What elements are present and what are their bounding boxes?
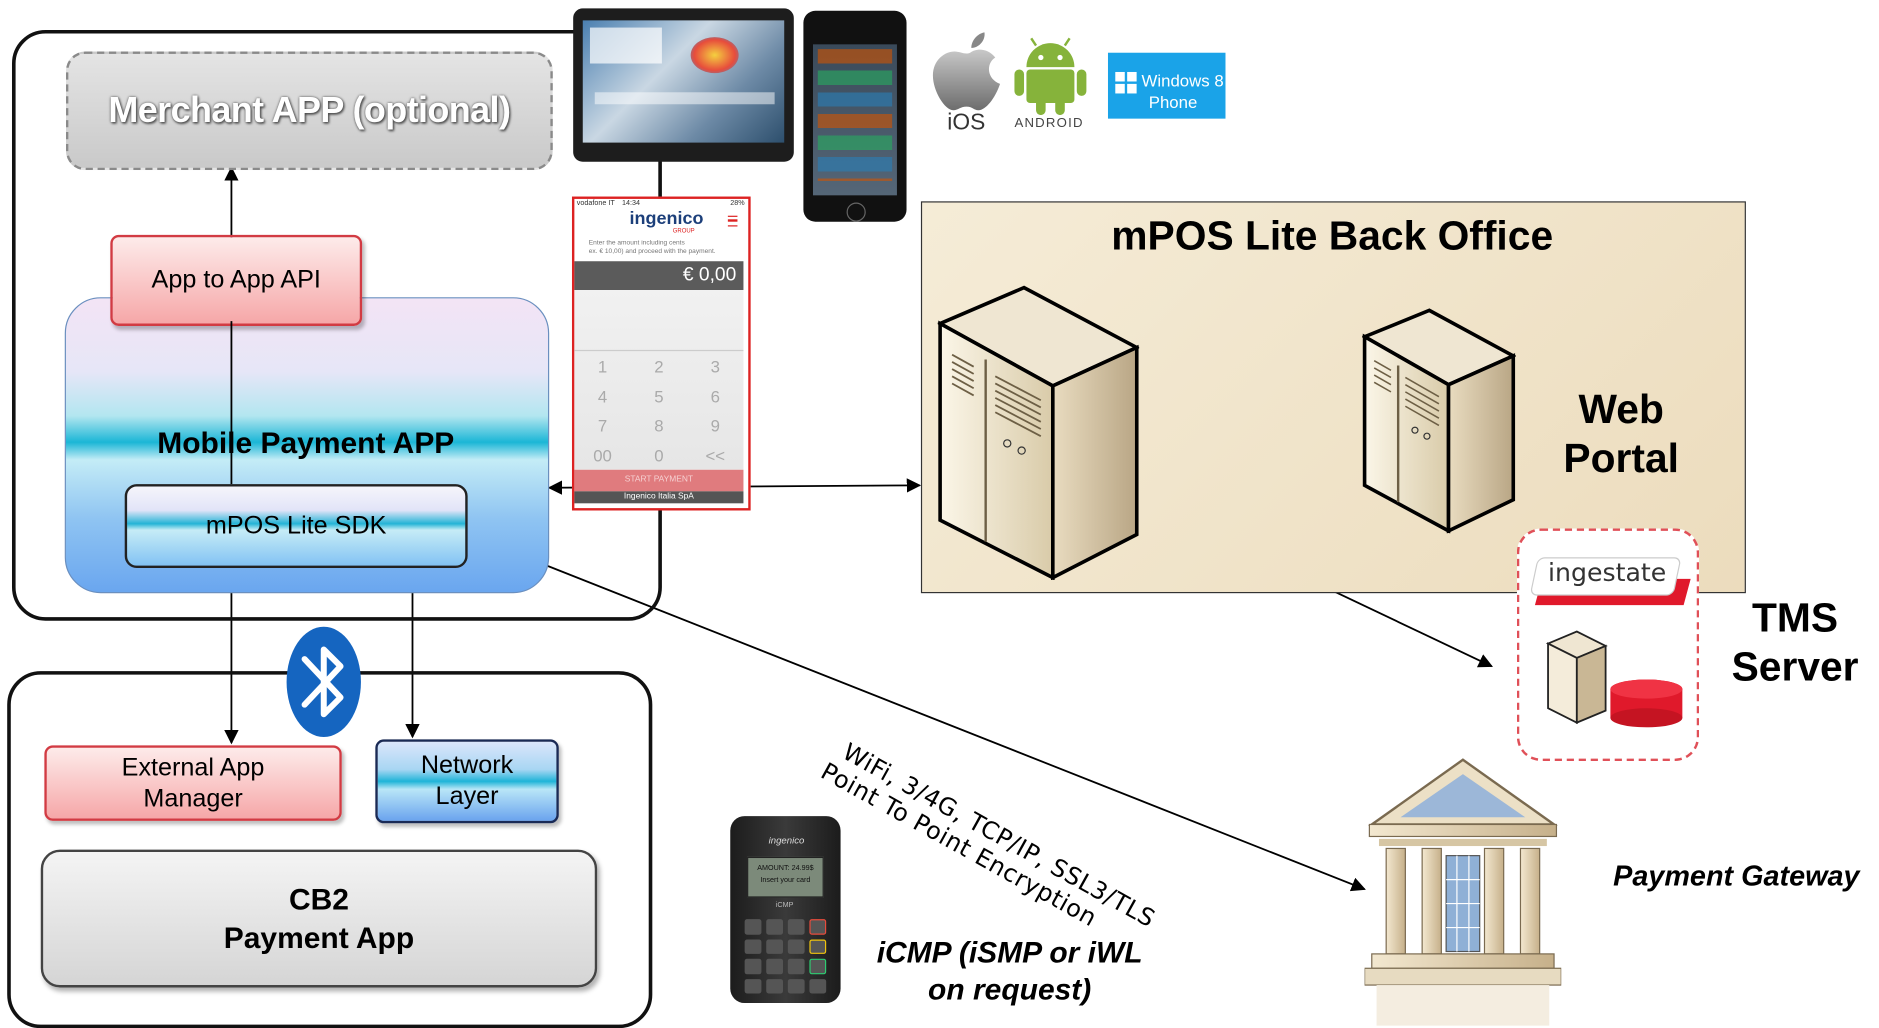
back-office-server-icon (937, 285, 1140, 581)
windows-phone-tile: Windows 8 Phone (1107, 52, 1226, 119)
keypad-key[interactable]: 6 (710, 386, 720, 406)
web-portal-line2: Portal (1563, 436, 1679, 482)
mobile-payment-app-label: Mobile Payment APP (157, 426, 455, 461)
icmp-line1: iCMP (iSMP or iWL (876, 935, 1143, 970)
external-app-manager-box: External App Manager (44, 745, 342, 821)
external-app-manager-line2: Manager (143, 784, 243, 812)
mpos-lite-sdk-label: mPOS Lite SDK (205, 511, 387, 540)
app-to-app-api-label: App to App API (151, 266, 321, 294)
tms-server-box: ingestate (1516, 528, 1700, 761)
android-label: ANDROID (1014, 116, 1084, 131)
tms-database-icon (1545, 630, 1683, 728)
back-office-title: mPOS Lite Back Office (1111, 213, 1554, 259)
keypad-key[interactable]: 1 (597, 357, 608, 377)
windows-line1: Windows 8 (1141, 70, 1224, 90)
terminal-model: iCMP (775, 902, 794, 910)
battery: 28% (730, 200, 745, 208)
app-to-app-api-box: App to App API (110, 234, 363, 326)
amount-value: € 0,00 (682, 264, 737, 286)
external-app-manager-line1: External App (121, 753, 265, 781)
bluetooth-icon (286, 626, 361, 737)
time: 14:34 (621, 200, 640, 208)
tms-server-label: TMS Server (1705, 594, 1879, 692)
web-portal-line1: Web (1578, 387, 1664, 433)
cb2-payment-app-box: CB2 Payment App (40, 849, 598, 988)
phone-footer: Ingenico Italia SpA (574, 491, 744, 504)
start-payment-button[interactable]: START PAYMENT (574, 469, 744, 492)
terminal-screen: AMOUNT: 24.99$ Insert your card (747, 856, 824, 898)
windows-line2: Phone (1148, 92, 1198, 112)
tablet-screen (582, 20, 785, 143)
apple-logo-icon (932, 32, 1001, 111)
terminal-brand: ingenico (768, 835, 805, 847)
keypad-key[interactable]: 9 (710, 416, 720, 436)
keypad-key[interactable]: 4 (597, 386, 608, 406)
keypad-key[interactable]: 5 (654, 386, 664, 406)
keypad-key[interactable]: 00 (593, 445, 612, 465)
terminal-amount: AMOUNT: 24.99$ (757, 865, 814, 873)
arrow-sdk-to-payment-gateway (413, 512, 1366, 892)
icmp-line2: on request) (928, 973, 1092, 1007)
icmp-terminal-device: ingenico AMOUNT: 24.99$ Insert your card… (730, 816, 841, 1004)
android-logo-icon (1014, 37, 1087, 116)
network-layer-box: Network Layer (375, 739, 559, 824)
windows-logo-icon (1115, 71, 1137, 94)
ingestate-logo: ingestate (1526, 555, 1691, 606)
tms-line2: Server (1731, 644, 1859, 691)
ingestate-text: ingestate (1548, 558, 1667, 588)
bank-building-icon (1364, 758, 1562, 1026)
web-portal-server-icon (1362, 308, 1516, 534)
tms-line1: TMS (1752, 595, 1839, 642)
ingenico-logo: ingenico (629, 208, 704, 229)
keypad-key[interactable]: 3 (710, 357, 720, 377)
menu-icon[interactable] (727, 215, 738, 227)
instruction-text: Enter the amount including cents ex. € 1… (589, 240, 739, 257)
terminal-keypad[interactable] (744, 919, 827, 994)
start-payment-label: START PAYMENT (624, 475, 694, 485)
network-layer-line2: Layer (435, 782, 499, 811)
cb2-line1: CB2 (288, 882, 349, 917)
keypad-key[interactable]: 8 (654, 416, 664, 436)
icmp-label: iCMP (iSMP or iWL on request) (854, 935, 1166, 1009)
merchant-app-box: Merchant APP (optional) (65, 51, 553, 171)
status-bar: vodafone IT 14:34 28% (577, 200, 745, 210)
keypad-key[interactable]: 0 (654, 445, 664, 465)
tablet-device (573, 8, 794, 162)
payment-gateway-label: Payment Gateway (1613, 860, 1860, 893)
smartphone-device (803, 10, 907, 222)
payment-app-phone-screen: vodafone IT 14:34 28% ingenico GROUP Ent… (571, 196, 751, 511)
keypad-key[interactable]: 2 (654, 357, 664, 377)
keypad-key[interactable]: 7 (597, 416, 608, 436)
instruction-line2: ex. € 10,00) and proceed with the paymen… (588, 248, 716, 256)
merchant-app-label: Merchant APP (optional) (108, 90, 511, 131)
keypad-key[interactable]: << (705, 445, 726, 465)
cb2-line2: Payment App (223, 920, 415, 955)
ios-label: iOS (947, 110, 986, 136)
carrier: vodafone IT (576, 200, 615, 208)
instruction-line1: Enter the amount including cents (588, 239, 685, 247)
smartphone-screen (812, 44, 897, 196)
web-portal-label: Web Portal (1537, 386, 1705, 484)
amount-field[interactable]: € 0,00 (574, 261, 744, 291)
ingenico-group: GROUP (672, 227, 695, 235)
footer-label: Ingenico Italia SpA (623, 492, 694, 501)
terminal-insert-card: Insert your card (760, 877, 811, 885)
network-layer-line1: Network (420, 751, 514, 779)
mpos-lite-sdk-box: mPOS Lite SDK (124, 484, 468, 569)
